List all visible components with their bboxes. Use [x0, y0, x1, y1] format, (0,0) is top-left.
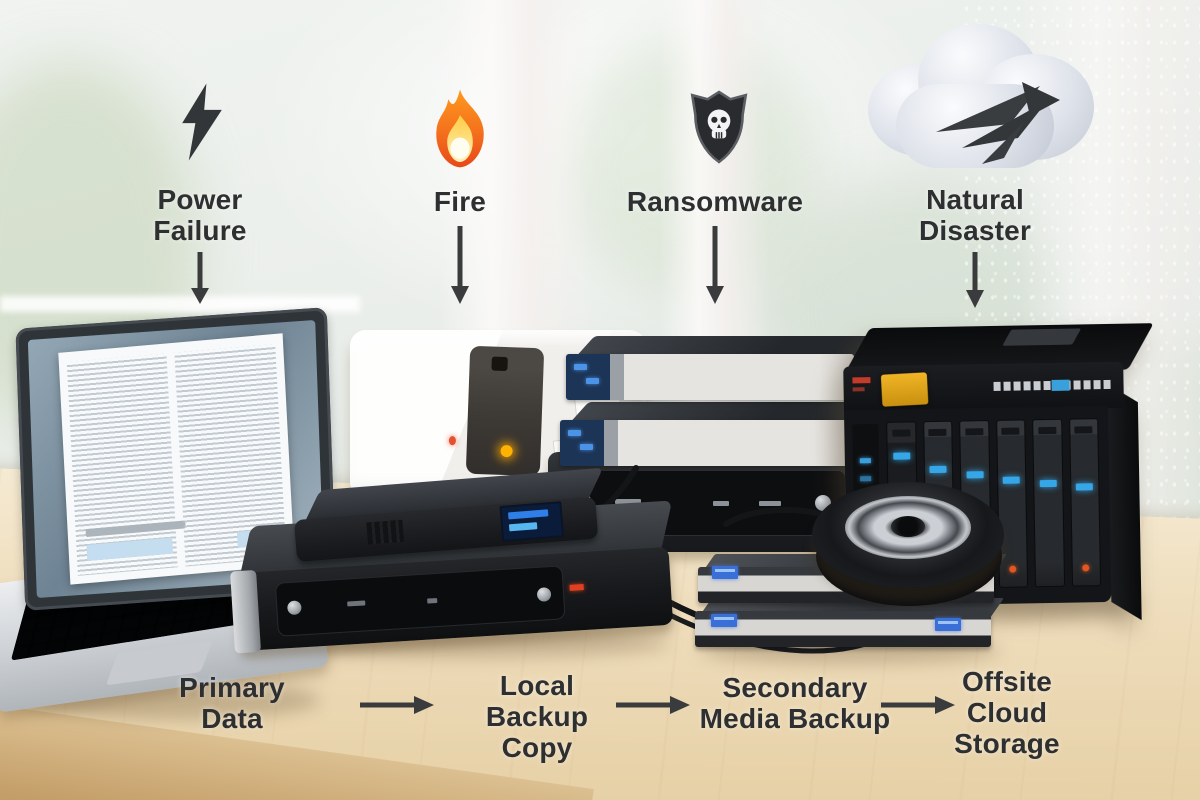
tape-reel [812, 482, 1004, 588]
nas-side-panel [1107, 383, 1142, 621]
appliance-front-panel [449, 345, 545, 476]
down-arrow-icon [706, 226, 724, 304]
lightning-bolt-icon [182, 83, 222, 161]
right-arrow-icon [360, 696, 434, 714]
down-arrow-icon [966, 252, 984, 308]
red-led [569, 584, 585, 591]
silver-backup-drive [560, 402, 869, 472]
flow-step-offsite-cloud-storage: Offsite Cloud Storage [954, 666, 1060, 759]
shield-skull-icon [690, 90, 748, 164]
embossed-logo [366, 519, 404, 545]
blue-badge [1051, 379, 1070, 391]
threat-label-natural-disaster: Natural Disaster [918, 184, 1032, 246]
storm-wind-arrow [936, 82, 1060, 164]
drive-bay [1032, 418, 1065, 588]
threat-label-power-failure: Power Failure [153, 184, 247, 246]
threat-label-ransomware: Ransomware [626, 186, 804, 217]
windowsill [0, 296, 360, 312]
drive-bay [1068, 418, 1102, 587]
silver-backup-drive [566, 336, 875, 406]
down-arrow-icon [191, 252, 209, 304]
red-marking [852, 377, 871, 384]
silver-corner-bracket [230, 570, 262, 654]
flow-step-primary-data: Primary Data [179, 672, 285, 734]
flame-icon [436, 89, 484, 168]
amber-led [500, 444, 514, 457]
nas-front-band [843, 361, 1124, 413]
red-marking [852, 387, 865, 392]
drive-status-display [499, 501, 565, 542]
external-drive-enclosure [230, 467, 674, 659]
storm-cloud-icon [868, 24, 1094, 176]
down-arrow-icon [451, 226, 469, 304]
nas-top-vent [1002, 328, 1082, 346]
threat-label-fire: Fire [433, 186, 487, 217]
right-arrow-icon [881, 696, 955, 714]
flow-step-local-backup-copy: Local Backup Copy [485, 670, 589, 763]
right-arrow-icon [616, 696, 690, 714]
red-led [449, 435, 457, 445]
yellow-warning-label [880, 372, 929, 407]
flow-step-secondary-media-backup: Secondary Media Backup [699, 672, 891, 734]
